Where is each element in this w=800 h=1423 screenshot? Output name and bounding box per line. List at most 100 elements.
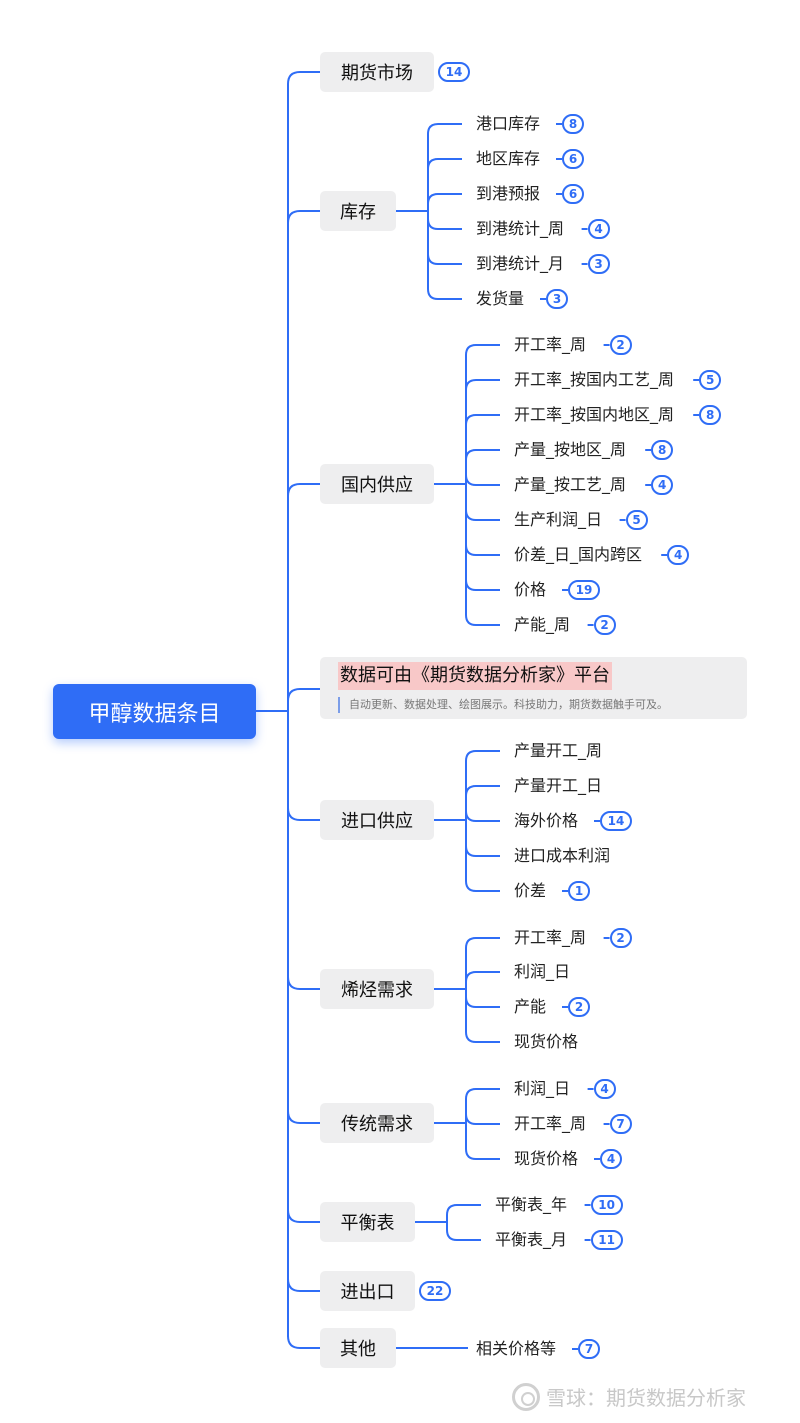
leaf-label[interactable]: 到港统计_周	[476, 219, 565, 238]
count-badge: 3	[546, 289, 568, 309]
child-connector	[427, 193, 462, 205]
child-connector	[465, 845, 500, 857]
leaf-label[interactable]: 产量_按地区_周	[514, 440, 627, 459]
branch-node[interactable]: 进口供应	[320, 800, 434, 840]
count-badge: 22	[419, 1281, 451, 1301]
leaf-label[interactable]: 进口成本利润	[514, 846, 611, 865]
count-badge: 5	[699, 370, 722, 390]
branch-label: 进出口	[340, 1282, 395, 1303]
leaf-label[interactable]: 开工率_按国内工艺_周	[514, 370, 675, 389]
count-badge: 11	[590, 1230, 623, 1250]
leaf-label[interactable]: 相关价格等	[476, 1339, 557, 1358]
child-connector	[465, 971, 500, 983]
child-connector	[446, 1204, 481, 1216]
leaf-label[interactable]: 价差	[514, 881, 547, 900]
leaf-label[interactable]: 现货价格	[514, 1149, 579, 1168]
branch-label: 进口供应	[341, 811, 413, 832]
leaf-label[interactable]: 产量开工_日	[514, 776, 603, 795]
leaf-label[interactable]: 利润_日	[514, 962, 571, 981]
count-badge: 1	[568, 881, 590, 901]
child-connector	[465, 810, 500, 822]
leaf-label[interactable]: 价差_日_国内跨区	[514, 545, 643, 564]
child-connector	[465, 880, 500, 892]
branch-connector	[287, 210, 320, 224]
child-connector	[465, 544, 500, 556]
xueqiu-logo-icon	[512, 1382, 540, 1411]
leaf-label[interactable]: 开工率_按国内地区_周	[514, 405, 675, 424]
root-label: 甲醇数据条目	[88, 701, 221, 727]
branch-node[interactable]: 平衡表	[320, 1202, 415, 1242]
leaf-label[interactable]: 产量_按工艺_周	[514, 475, 627, 494]
count-badge: 7	[609, 1114, 632, 1134]
child-connector	[465, 785, 500, 797]
leaf-label[interactable]: 平衡表_年	[495, 1195, 568, 1214]
child-connector	[465, 579, 500, 591]
count-badge: 6	[562, 149, 584, 169]
leaf-label[interactable]: 开工率_周	[514, 335, 587, 354]
branch-connector	[287, 1209, 320, 1223]
leaf-label[interactable]: 产能_周	[514, 615, 571, 634]
branch-label: 库存	[340, 202, 376, 223]
leaf-label[interactable]: 价格	[514, 580, 547, 599]
leaf-label[interactable]: 产量开工_周	[514, 741, 603, 760]
count-badge: 5	[625, 510, 648, 530]
count-badge: 8	[651, 440, 674, 460]
leaf-label[interactable]: 港口库存	[476, 114, 541, 133]
count-badge: 4	[651, 475, 674, 495]
promo-note-title: 数据可由《期货数据分析家》平台	[338, 662, 612, 690]
leaf-label[interactable]: 利润_日	[514, 1079, 571, 1098]
branch-connector	[287, 1110, 320, 1124]
watermark: 雪球：期货数据分析家	[512, 1382, 746, 1411]
branch-node[interactable]: 传统需求	[320, 1103, 434, 1143]
child-connector	[465, 344, 500, 356]
child-connector	[465, 474, 500, 486]
child-connector	[465, 996, 500, 1008]
count-badge: 8	[562, 114, 584, 134]
child-connector	[465, 1088, 500, 1100]
branch-label: 期货市场	[341, 63, 413, 84]
leaf-label[interactable]: 到港预报	[476, 184, 541, 203]
count-badge: 4	[587, 219, 610, 239]
child-connector	[427, 123, 462, 135]
leaf-label[interactable]: 平衡表_月	[495, 1230, 568, 1249]
branch-node[interactable]: 烯烃需求	[320, 969, 434, 1009]
branch-label: 传统需求	[341, 1114, 413, 1135]
leaf-label[interactable]: 产能	[514, 997, 547, 1016]
count-badge: 8	[699, 405, 722, 425]
count-badge: 14	[600, 811, 632, 831]
branch-node[interactable]: 进出口	[320, 1271, 415, 1311]
promo-note-subtitle: 自动更新、数据处理、绘图展示。科技助力，期货数据触手可及。	[349, 698, 668, 711]
count-badge: 3	[587, 254, 610, 274]
leaf-label[interactable]: 发货量	[476, 289, 525, 308]
child-connector	[427, 288, 462, 300]
child-connector	[465, 614, 500, 626]
child-connector	[465, 1031, 500, 1043]
leaf-label[interactable]: 地区库存	[476, 149, 541, 168]
count-badge: 2	[609, 928, 632, 948]
leaf-label[interactable]: 开工率_周	[514, 1114, 587, 1133]
leaf-label[interactable]: 海外价格	[514, 811, 579, 830]
branch-node[interactable]: 库存	[320, 191, 396, 231]
count-badge: 10	[590, 1195, 623, 1215]
watermark-text: 雪球：期货数据分析家	[546, 1386, 746, 1410]
root-node[interactable]: 甲醇数据条目	[53, 684, 256, 739]
child-connector	[465, 509, 500, 521]
leaf-label[interactable]: 到港统计_月	[476, 254, 565, 273]
branch-connector	[287, 688, 320, 702]
count-badge: 14	[438, 62, 470, 82]
count-badge: 2	[593, 615, 616, 635]
count-badge: 7	[578, 1339, 600, 1359]
branch-label: 国内供应	[341, 475, 413, 496]
branch-node[interactable]: 期货市场	[320, 52, 434, 92]
branch-label: 烯烃需求	[341, 980, 413, 1001]
promo-note-accent-bar	[338, 697, 340, 713]
leaf-label[interactable]: 开工率_周	[514, 928, 587, 947]
count-badge: 4	[667, 545, 690, 565]
branch-node[interactable]: 国内供应	[320, 464, 434, 504]
leaf-label[interactable]: 现货价格	[514, 1032, 579, 1051]
leaf-label[interactable]: 生产利润_日	[514, 510, 603, 529]
count-badge: 19	[568, 580, 600, 600]
child-connector	[465, 937, 500, 949]
branch-node[interactable]: 其他	[320, 1328, 396, 1368]
